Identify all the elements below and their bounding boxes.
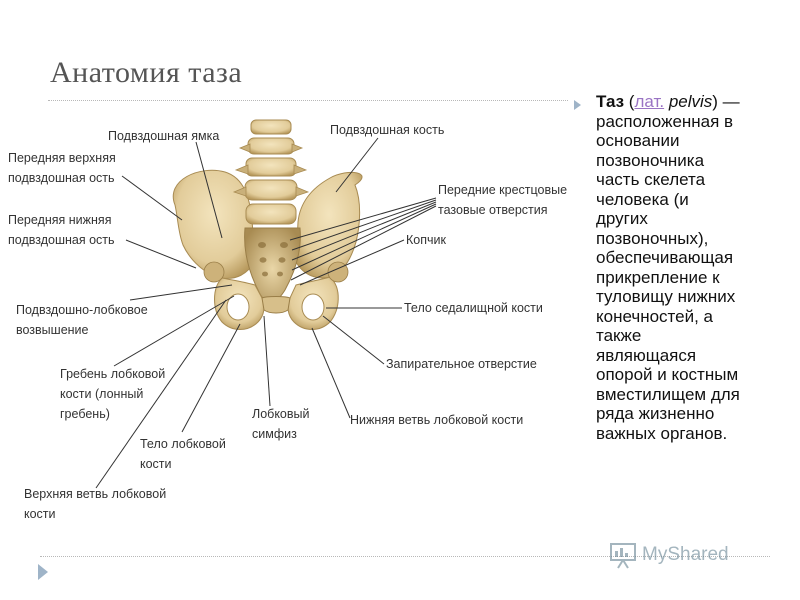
- label-pubic-symphysis-line1: Лобковый: [252, 407, 310, 421]
- label-inferior-pubic-ramus: Нижняя ветвь лобковой кости: [350, 413, 524, 427]
- definition-line: основании: [596, 131, 680, 150]
- definition-open-paren: (: [624, 92, 635, 111]
- label-obturator-foramen: Запирательное отверстие: [386, 357, 537, 371]
- definition-line: позвоночника: [596, 150, 705, 170]
- definition-line: являющаяся: [596, 345, 697, 365]
- latin-abbreviation-link[interactable]: лат.: [634, 92, 665, 111]
- label-coccyx: Копчик: [406, 233, 446, 247]
- label-sacral-foramina-line1: Передние крестцовые: [438, 183, 568, 197]
- label-sacral-foramina-line2: тазовые отверстия: [438, 203, 548, 217]
- definition-line: человека (и: [596, 189, 689, 209]
- watermark-text: MyShared: [642, 544, 729, 565]
- label-aiis-line2: подвздошная ость: [8, 233, 115, 247]
- slide-nav-arrow-icon[interactable]: [38, 564, 48, 580]
- label-pubic-symphysis-line2: симфиз: [252, 427, 297, 441]
- label-superior-pubic-ramus-line2: кости: [24, 507, 56, 521]
- leader-lines: [95, 137, 437, 489]
- left-ilium: [172, 169, 256, 279]
- watermark-logo: MyShared: [608, 538, 729, 572]
- definition-line: туловищу нижних: [596, 287, 736, 306]
- definition-text: Таз (лат. pelvis) — расположенная в осно…: [596, 92, 786, 443]
- label-iliopubic-line2: возвышение: [16, 323, 89, 337]
- definition-line: расположенная в: [596, 111, 734, 131]
- label-ischium-body: Тело седалищной кости: [404, 301, 543, 315]
- definition-term: Таз: [596, 92, 625, 111]
- definition-line: вместилищем для: [596, 384, 740, 404]
- title-divider: [48, 100, 568, 101]
- presentation-board-icon: [610, 543, 636, 569]
- definition-line: важных органов.: [596, 423, 728, 443]
- footer-divider: [40, 556, 770, 557]
- label-iliopubic-line1: Подвздошно-лобковое: [16, 303, 148, 317]
- pubic-symphysis: [261, 296, 291, 314]
- left-obturator-foramen: [226, 293, 250, 321]
- definition-line: ряда жизненно: [596, 404, 715, 423]
- pelvis-illustration: [95, 119, 437, 489]
- definition-line: позвоночных),: [596, 228, 709, 248]
- definition-line: опорой и костным: [596, 365, 739, 384]
- slide-title: Анатомия таза: [50, 56, 243, 89]
- definition-line: прикрепление к: [596, 267, 720, 287]
- definition-line: обеспечивающая: [596, 248, 734, 267]
- label-pubic-crest-line3: гребень): [60, 407, 110, 421]
- label-pubic-body-line2: кости: [140, 457, 172, 471]
- label-asis-line2: подвздошная ость: [8, 171, 115, 185]
- pelvis-diagram: Подвздошная ямка Подвздошная кость Перед…: [0, 110, 580, 530]
- definition-line: других: [596, 209, 648, 228]
- label-iliac-fossa: Подвздошная ямка: [108, 129, 220, 143]
- label-pubic-body-line1: Тело лобковой: [140, 437, 226, 451]
- definition-close: ) —: [712, 92, 740, 111]
- definition-first-line: Таз (лат. pelvis) —: [596, 92, 786, 112]
- definition-line: конечностей, а: [596, 306, 714, 326]
- definition-line: часть скелета: [596, 170, 706, 189]
- label-superior-pubic-ramus-line1: Верхняя ветвь лобковой: [24, 487, 167, 501]
- label-pubic-crest-line1: Гребень лобковой: [60, 367, 166, 381]
- definition-line: также: [596, 326, 642, 345]
- label-asis-line1: Передняя верхняя: [8, 151, 116, 165]
- lumbar-vertebrae: [244, 119, 298, 225]
- latin-word: pelvis: [664, 92, 713, 111]
- right-obturator-foramen: [301, 293, 325, 321]
- label-pubic-crest-line2: кости (лонный: [60, 387, 144, 401]
- bullet-arrow-icon: [574, 100, 581, 110]
- label-aiis-line1: Передняя нижняя: [8, 213, 112, 227]
- label-iliac-bone: Подвздошная кость: [330, 123, 445, 137]
